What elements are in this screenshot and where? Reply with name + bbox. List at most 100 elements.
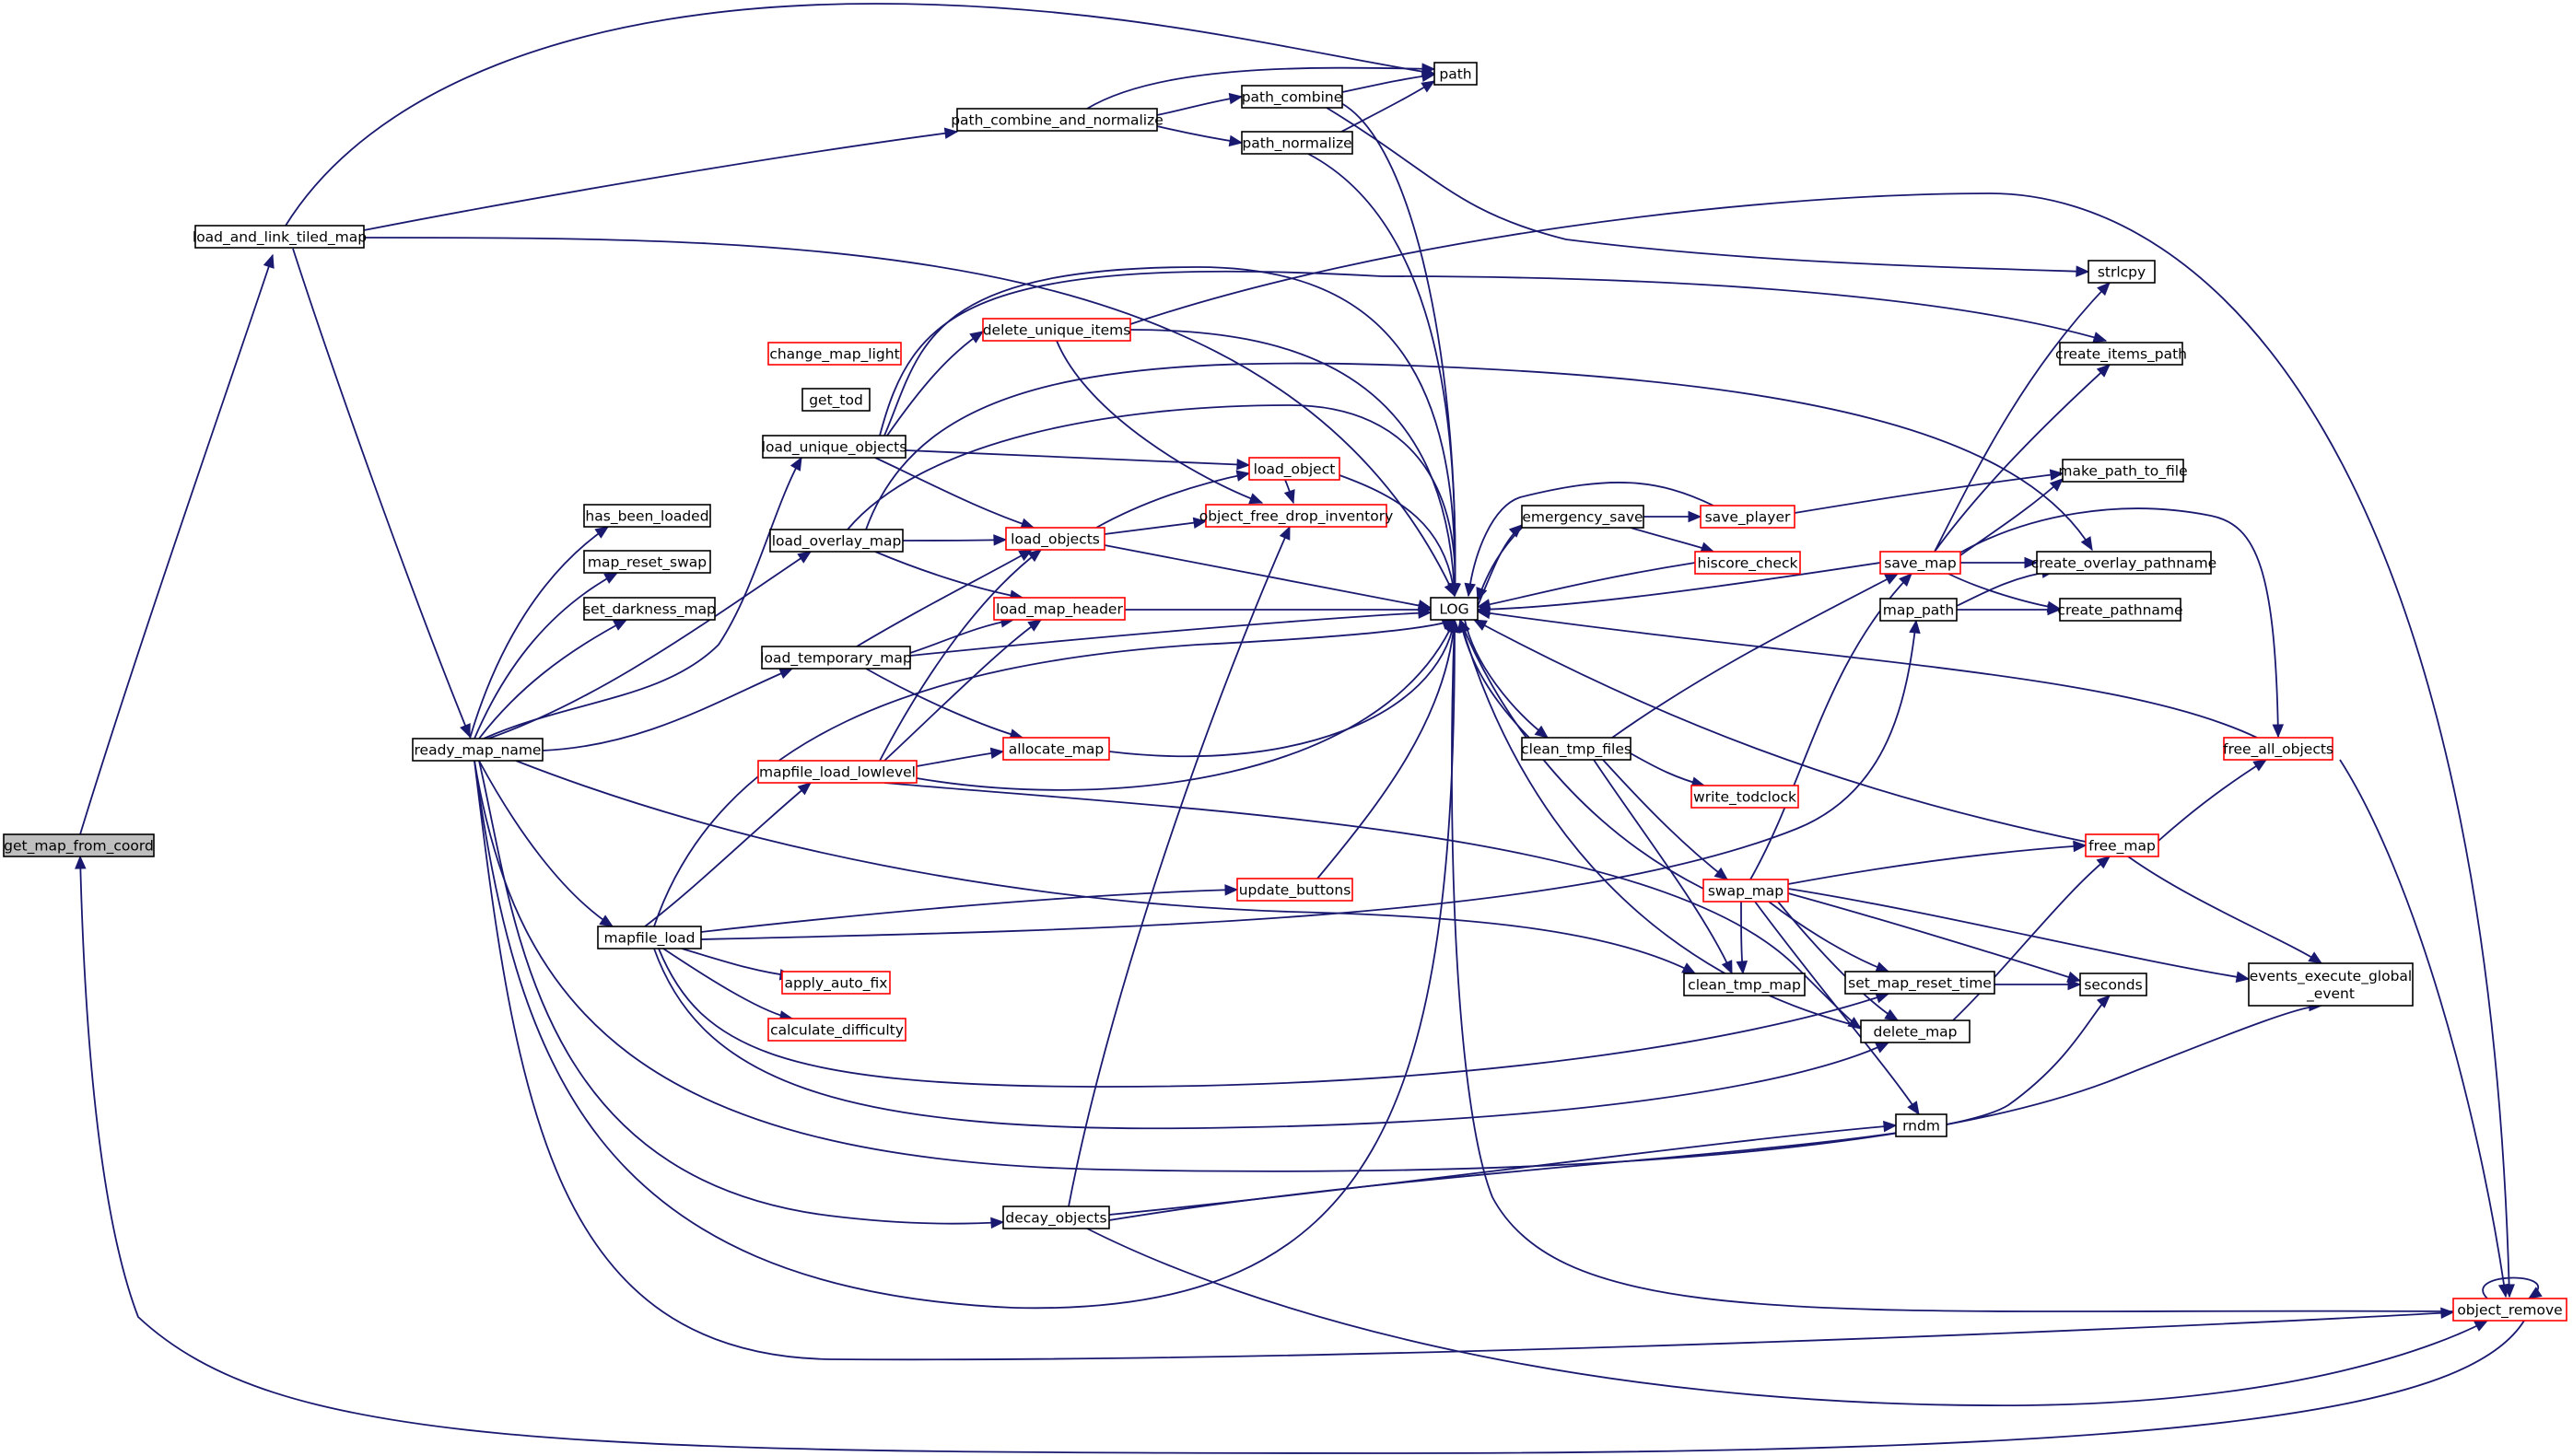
node-box xyxy=(1002,737,1110,761)
edge-mapfile_load-to-set_map_reset_time xyxy=(658,948,1890,1088)
arrowhead xyxy=(2235,971,2251,983)
node-emergency-save[interactable]: emergency_save xyxy=(1521,505,1644,529)
edge-line xyxy=(1787,892,2081,982)
edge-load_and_link_tiled_map-to-path xyxy=(285,3,1436,227)
node-events-execute-global-event[interactable]: events_execute_global_event xyxy=(2248,962,2414,1007)
node-mapfile-load[interactable]: mapfile_load xyxy=(597,926,702,949)
node-load-and-link-tiled-map[interactable]: load_and_link_tiled_map xyxy=(193,225,367,249)
edge-line xyxy=(515,760,1696,974)
node-path-normalize[interactable]: path_normalize xyxy=(1241,131,1353,155)
node-map-path[interactable]: map_path xyxy=(1879,598,1958,622)
node-box xyxy=(3,833,155,857)
node-set-darkness-map[interactable]: set_darkness_map xyxy=(583,597,716,621)
node-label: _event xyxy=(2306,985,2355,1003)
node-load-temporary-map[interactable]: load_temporary_map xyxy=(760,646,912,670)
edge-line xyxy=(1959,507,2279,738)
node-allocate-map[interactable]: allocate_map xyxy=(1002,737,1110,761)
node-box xyxy=(2085,833,2159,857)
node-clean-tmp-files[interactable]: clean_tmp_files xyxy=(1521,737,1632,761)
arrowhead xyxy=(1421,63,1436,75)
edge-save_map-to-create_items_path xyxy=(1934,364,2111,553)
node-load-object[interactable]: load_object xyxy=(1248,457,1340,481)
node-write-todclock[interactable]: write_todclock xyxy=(1690,785,1799,809)
edge-save_map-to-create_overlay_pathname xyxy=(1960,556,2039,569)
node-path[interactable]: path xyxy=(1433,62,1478,86)
node-clean-tmp-map[interactable]: clean_tmp_map xyxy=(1683,973,1806,996)
node-box xyxy=(767,342,902,366)
node-has-been-loaded[interactable]: has_been_loaded xyxy=(583,504,711,528)
node-label: save_player xyxy=(1705,509,1791,527)
node-swap-map[interactable]: swap_map xyxy=(1702,879,1789,903)
node-save-player[interactable]: save_player xyxy=(1700,505,1795,529)
node-object-remove[interactable]: object_remove xyxy=(2452,1298,2567,1322)
node-label: path_combine xyxy=(1242,89,1343,107)
node-delete-map[interactable]: delete_map xyxy=(1860,1019,1971,1043)
node-load-unique-objects[interactable]: load_unique_objects xyxy=(762,435,907,459)
node-create-pathname[interactable]: create_pathname xyxy=(2057,598,2183,622)
node-label: get_map_from_coord xyxy=(4,838,154,856)
node-ready-map-name[interactable]: ready_map_name xyxy=(412,738,544,762)
edge-line xyxy=(1316,619,1456,879)
node-delete-unique-items[interactable]: delete_unique_items xyxy=(982,318,1131,342)
node-get-map-from-coord[interactable]: get_map_from_coord xyxy=(3,833,155,857)
edge-path_combine_and_normalize-to-path xyxy=(1086,63,1436,110)
arrowhead xyxy=(613,619,628,631)
node-create-items-path[interactable]: create_items_path xyxy=(2055,342,2187,366)
node-box xyxy=(583,550,711,574)
node-load-objects[interactable]: load_objects xyxy=(1005,527,1105,551)
node-create-overlay-pathname[interactable]: create_overlay_pathname xyxy=(2031,551,2216,575)
node-free-map[interactable]: free_map xyxy=(2085,833,2159,857)
edge-mapfile_load-to-update_buttons xyxy=(700,884,1239,933)
node-strlcpy[interactable]: strlcpy xyxy=(2088,260,2156,284)
node-decay-objects[interactable]: decay_objects xyxy=(1002,1206,1110,1229)
node-hiscore-check[interactable]: hiscore_check xyxy=(1694,551,1801,575)
node-path-combine[interactable]: path_combine xyxy=(1241,85,1343,109)
node-box xyxy=(597,926,702,949)
node-map-reset-swap[interactable]: map_reset_swap xyxy=(583,550,711,574)
node-update-buttons[interactable]: update_buttons xyxy=(1236,878,1353,902)
edge-clean_tmp_files-to-write_todclock xyxy=(1630,752,1706,788)
node-calculate-difficulty[interactable]: calculate_difficulty xyxy=(767,1018,906,1042)
arrowhead xyxy=(969,331,985,344)
edge-load_unique_objects-to-load_object xyxy=(905,449,1251,471)
node-load-map-header[interactable]: load_map_header xyxy=(993,597,1126,621)
edge-line xyxy=(79,856,2525,1454)
edge-line xyxy=(1468,482,1714,597)
edge-clean_tmp_files-to-swap_map xyxy=(1602,759,1729,880)
edge-save_map-to-strlcpy xyxy=(1934,282,2111,553)
edge-line xyxy=(1326,107,2089,273)
node-path-combine-and-normalize[interactable]: path_combine_and_normalize xyxy=(951,108,1164,132)
arrowhead xyxy=(1448,618,1460,633)
node-label: load_temporary_map xyxy=(760,650,912,668)
node-set-map-reset-time[interactable]: set_map_reset_time xyxy=(1844,971,1995,995)
edge-line xyxy=(285,3,1435,227)
node-seconds[interactable]: seconds xyxy=(2079,973,2147,996)
edge-line xyxy=(542,668,793,751)
node-label: mapfile_load_lowlevel xyxy=(759,764,916,782)
arrowhead xyxy=(1449,583,1461,598)
arrowhead xyxy=(2049,478,2064,492)
arrowhead xyxy=(1713,867,1729,880)
arrowhead xyxy=(1464,582,1476,598)
edge-line xyxy=(662,948,793,1019)
edge-line xyxy=(363,131,958,231)
node-mapfile-load-lowlevel[interactable]: mapfile_load_lowlevel xyxy=(757,760,918,784)
edge-line xyxy=(292,248,471,738)
edge-line xyxy=(1095,472,1250,529)
node-make-path-to-file[interactable]: make_path_to_file xyxy=(2058,459,2188,483)
edge-line xyxy=(478,760,614,927)
node-free-all-objects[interactable]: free_all_objects xyxy=(2223,737,2333,761)
edge-ready_map_name-to-mapfile_load xyxy=(478,760,614,927)
node-LOG[interactable]: LOG xyxy=(1430,597,1479,621)
node-rndm[interactable]: rndm xyxy=(1895,1113,1947,1137)
node-change-map-light[interactable]: change_map_light xyxy=(767,342,902,366)
arrowhead xyxy=(2049,469,2064,481)
node-save-map[interactable]: save_map xyxy=(1879,551,1961,575)
edge-load_temporary_map-to-load_objects xyxy=(856,549,1034,647)
node-load-overlay-map[interactable]: load_overlay_map xyxy=(769,529,904,553)
node-object-free-drop-inventory[interactable]: object_free_drop_inventory xyxy=(1199,504,1394,528)
node-get-tod[interactable]: get_tod xyxy=(801,388,871,412)
edge-line xyxy=(909,612,1432,657)
edge-line xyxy=(1477,611,2258,739)
node-apply-auto-fix[interactable]: apply_auto_fix xyxy=(781,971,891,995)
